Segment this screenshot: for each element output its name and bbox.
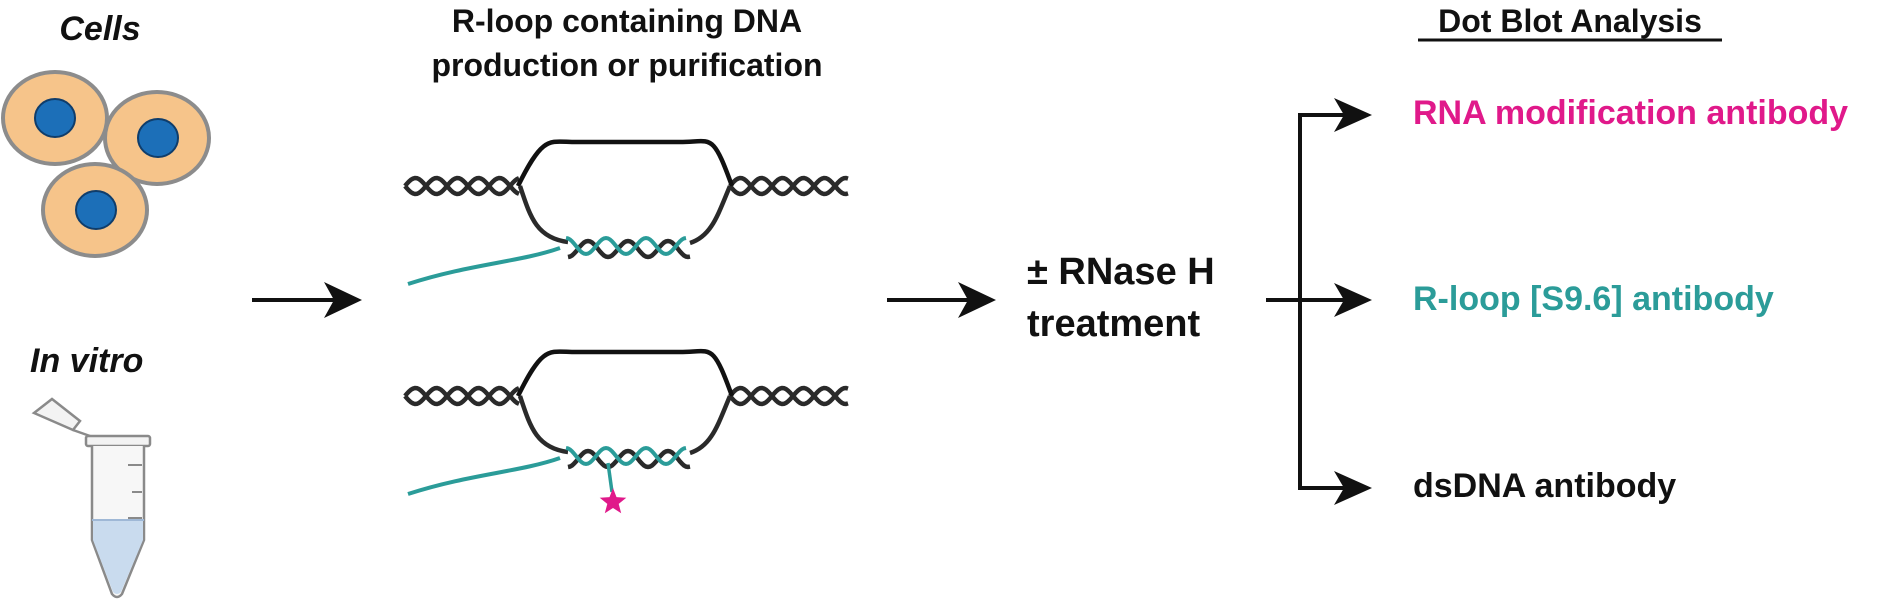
arrow-icon: [324, 282, 362, 318]
invitro-label: In vitro: [30, 342, 143, 380]
output-dsdna-antibody: dsDNA antibody: [1413, 467, 1676, 505]
arrow-icon: [1334, 471, 1372, 505]
arrow-icon: [1334, 98, 1372, 132]
treatment-line2: treatment: [1027, 303, 1200, 345]
output-rloop-s96-antibody: R-loop [S9.6] antibody: [1413, 280, 1774, 318]
output-rna-modification-antibody: RNA modification antibody: [1413, 94, 1848, 132]
production-title-line1: R-loop containing DNA: [452, 3, 802, 39]
cell-icon: [103, 90, 211, 186]
r-loop-dna-icon: [403, 138, 849, 286]
arrow-icon: [1334, 283, 1372, 317]
cells-label: Cells: [59, 10, 140, 48]
production-title-line2: production or purification: [431, 47, 822, 83]
branch-connector: [1266, 98, 1372, 505]
analysis-title: Dot Blot Analysis: [1438, 3, 1702, 39]
cell-icon: [1, 70, 109, 166]
arrow-icon: [958, 282, 996, 318]
modification-star-icon: [599, 488, 627, 514]
cell-icon: [41, 162, 149, 258]
microcentrifuge-tube-icon: [31, 397, 152, 599]
treatment-line1: ± RNase H: [1027, 251, 1215, 293]
r-loop-dna-modified-icon: [403, 348, 849, 514]
cells-icon: [1, 70, 211, 258]
